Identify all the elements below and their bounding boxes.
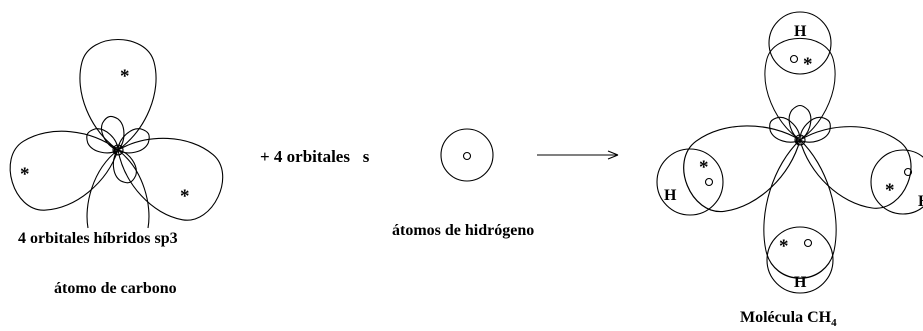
methane-carbon-symbol: C xyxy=(795,133,804,148)
h-sphere-bottom xyxy=(766,226,834,294)
h-sphere-top xyxy=(768,11,832,75)
electron-pair-top: * xyxy=(789,54,813,75)
bond-lobe-bottom xyxy=(763,139,837,279)
methane-molecule: C H H H H * * * * xyxy=(656,11,923,294)
reaction-arrow xyxy=(537,150,619,160)
electron-pair-bottom: * xyxy=(779,236,813,257)
carbon-nucleus xyxy=(112,144,124,156)
carbon-hybrid-orbitals: C * * * xyxy=(0,38,235,232)
electron-star-left: * xyxy=(20,164,30,185)
carbon-symbol: C xyxy=(113,143,122,158)
h-sphere-left xyxy=(656,148,724,216)
svg-text:*: * xyxy=(885,180,895,201)
plus-s-orbitals-label: + 4 orbitales s xyxy=(260,147,370,166)
s-orbital-shell xyxy=(440,128,494,182)
carbon-atom-label: átomo de carbono xyxy=(54,280,177,297)
s-orbital xyxy=(440,128,494,182)
h-label-top: H xyxy=(794,23,807,40)
methane-carbon-nucleus xyxy=(794,134,806,146)
electron-pair-left: * xyxy=(699,157,714,187)
methane-molecule-label: Molécula CH4 xyxy=(740,309,837,329)
hybrid-lobe-top xyxy=(79,38,157,151)
h-label-right: H xyxy=(918,193,923,210)
electron-star-right: * xyxy=(180,186,190,207)
hydrogen-atoms-label: átomos de hidrógeno xyxy=(392,222,534,239)
electron-star-top: * xyxy=(120,66,130,87)
svg-text:*: * xyxy=(803,54,813,75)
methane-label-subscript: 4 xyxy=(831,317,837,329)
h-label-left: H xyxy=(664,187,677,204)
svg-text:*: * xyxy=(779,236,789,257)
electron-pair-right: * xyxy=(885,167,913,201)
bond-lobe-top xyxy=(764,37,836,141)
hybrid-lobe-bottom xyxy=(86,149,150,229)
s-orbital-electron xyxy=(462,151,472,161)
bond-lobe-right xyxy=(785,104,923,220)
hybrid-orbitals-label: 4 orbitales híbridos sp3 xyxy=(18,230,178,247)
hybrid-lobe-right xyxy=(101,114,235,232)
h-label-bottom: H xyxy=(794,274,807,291)
methane-label-prefix: Molécula CH xyxy=(740,309,832,326)
svg-text:*: * xyxy=(699,157,709,178)
bond-lobe-left xyxy=(671,102,816,224)
h-sphere-right xyxy=(870,149,923,215)
